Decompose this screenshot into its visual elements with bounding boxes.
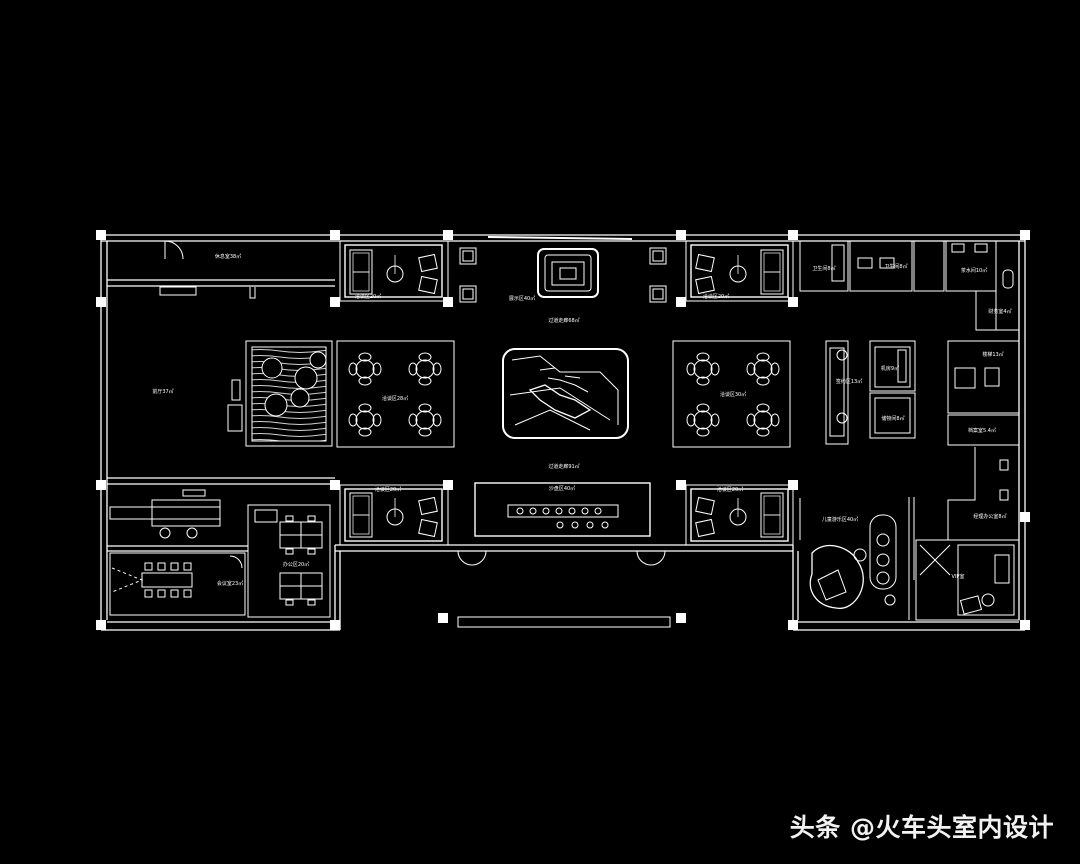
label-rest-room: 休息室38㎡ — [215, 253, 241, 260]
negotiation-room-bottom-right — [685, 484, 794, 546]
room-labels: 休息室38㎡ 前厅37㎡ 洽谈区20㎡ 展示区40㎡ 洽谈区20㎡ 过道走廊68… — [152, 253, 1011, 587]
service-rooms — [799, 240, 1020, 541]
display-area — [459, 236, 667, 303]
label-negotiation-tl: 洽谈区20㎡ — [355, 293, 381, 300]
entrance-doors — [457, 550, 671, 628]
office-area — [247, 504, 331, 618]
label-toilet-1: 卫生间8㎡ — [812, 265, 835, 272]
negotiation-area-middle-right — [672, 340, 791, 448]
lobby-lounge — [227, 340, 333, 447]
label-vip-room: VIP室 — [952, 573, 965, 580]
pillars — [96, 230, 1030, 630]
label-office-area: 办公区20㎡ — [283, 561, 309, 568]
label-storage: 储物间8㎡ — [881, 415, 904, 422]
negotiation-room-top-right — [685, 240, 794, 302]
reception-desk — [109, 489, 221, 539]
label-finance: 财务室4㎡ — [988, 308, 1011, 315]
negotiation-room-top-left — [339, 240, 449, 302]
label-negotiation-mr: 洽谈区30㎡ — [720, 391, 746, 398]
label-manager: 经理办公室8㎡ — [973, 513, 1006, 520]
sand-table — [474, 482, 651, 537]
label-negotiation-bl: 洽谈区20㎡ — [375, 486, 401, 493]
label-meeting-room: 会议室23㎡ — [217, 580, 243, 587]
meeting-room — [109, 552, 246, 616]
vip-room — [915, 539, 1020, 621]
label-toilet-2: 卫生间8㎡ — [884, 263, 907, 270]
label-kids-area: 儿童游乐区40㎡ — [822, 516, 858, 523]
label-negotiation-ml: 洽谈区28㎡ — [382, 395, 408, 402]
negotiation-room-bottom-left — [339, 484, 449, 546]
label-corridor-top: 过道走廊68㎡ — [548, 317, 579, 324]
label-display-area: 展示区40㎡ — [509, 295, 535, 302]
label-lobby: 前厅37㎡ — [152, 388, 173, 395]
negotiation-area-middle-left — [336, 340, 455, 448]
label-sand-table: 沙盘区40㎡ — [549, 485, 575, 492]
label-corridor-bottom: 过道走廊91㎡ — [548, 463, 579, 470]
label-sign-area: 签约区13㎡ — [836, 378, 862, 385]
label-pantry: 茶水间10㎡ — [961, 267, 987, 274]
site-map-model — [502, 348, 629, 439]
kids-area — [799, 497, 915, 620]
label-machine-room: 机房9㎡ — [881, 365, 899, 372]
label-archive: 档案室5.4㎡ — [968, 427, 996, 434]
label-negotiation-tr: 洽谈区20㎡ — [703, 293, 729, 300]
label-stair: 楼梯13㎡ — [982, 351, 1003, 358]
rest-room — [159, 240, 256, 299]
label-negotiation-br: 洽谈区20㎡ — [717, 486, 743, 493]
watermark-text: 头条 @火车头室内设计 — [789, 813, 1054, 842]
